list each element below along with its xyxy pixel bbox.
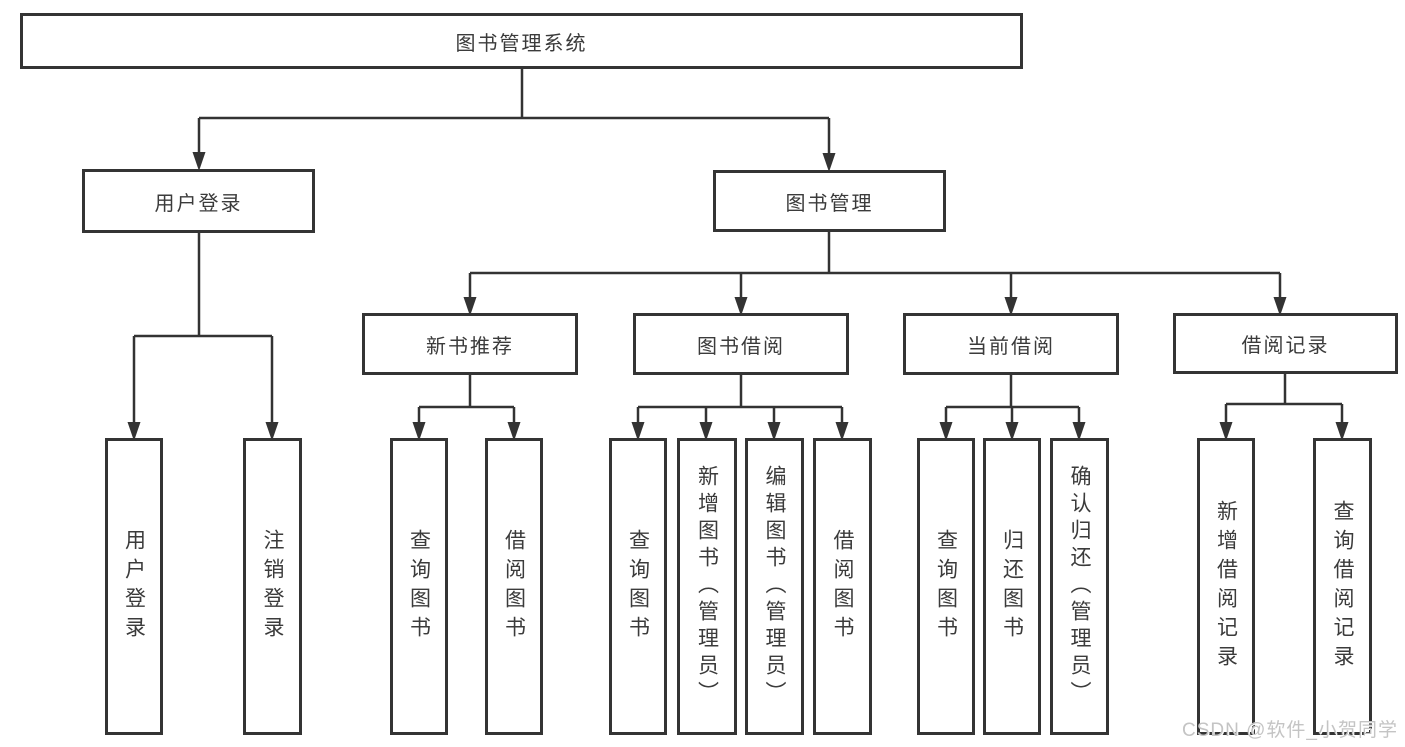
arrow-down-icon [699, 422, 713, 441]
node-label: 查询借阅记录 [1331, 499, 1354, 674]
node-label: 用户登录 [122, 528, 146, 645]
node-leaf-add-borrow-record: 新增借阅记录 [1197, 438, 1255, 735]
arrow-down-icon [1273, 297, 1287, 316]
node-leaf-borrow-books-2: 借阅图书 [813, 438, 872, 735]
node-leaf-search-books-1: 查询图书 [390, 438, 448, 735]
node-book-management: 图书管理 [713, 170, 946, 232]
node-leaf-borrow-books-1: 借阅图书 [485, 438, 543, 735]
node-leaf-logout: 注销登录 [243, 438, 302, 735]
arrow-down-icon [463, 297, 477, 316]
arrow-down-icon [192, 152, 206, 171]
node-label: 新增图书（管理员） [695, 465, 719, 708]
node-label: 新增借阅记录 [1214, 499, 1238, 674]
node-new-book-recommend: 新书推荐 [362, 313, 578, 375]
arrow-down-icon [507, 422, 521, 441]
node-leaf-search-books-2: 查询图书 [609, 438, 667, 735]
arrow-down-icon [1072, 422, 1086, 441]
arrow-down-icon [412, 422, 426, 441]
arrow-down-icon [1219, 422, 1233, 441]
arrow-down-icon [1335, 422, 1349, 441]
node-label: 借阅图书 [502, 528, 526, 645]
arrow-down-icon [631, 422, 645, 441]
node-label: 借阅图书 [831, 528, 854, 645]
node-label: 编辑图书（管理员） [763, 465, 786, 708]
node-label: 查询图书 [934, 528, 958, 645]
arrow-down-icon [1005, 422, 1019, 441]
arrow-down-icon [734, 297, 748, 316]
node-leaf-return-books: 归还图书 [983, 438, 1041, 735]
node-leaf-confirm-return-admin: 确认归还（管理员） [1050, 438, 1109, 735]
node-label: 查询图书 [626, 528, 650, 645]
node-leaf-add-books-admin: 新增图书（管理员） [677, 438, 737, 735]
node-label: 确认归还（管理员） [1068, 465, 1091, 708]
node-label: 借阅记录 [1241, 335, 1330, 357]
node-label: 新书推荐 [426, 335, 514, 358]
arrow-down-icon [265, 422, 279, 441]
watermark-text: CSDN @软件_小贺同学 [1182, 720, 1398, 741]
node-leaf-search-books-3: 查询图书 [917, 438, 975, 735]
arrow-down-icon [939, 422, 953, 441]
node-current-borrowing: 当前借阅 [903, 313, 1119, 375]
node-book-management-system: 图书管理系统 [20, 13, 1023, 69]
node-label: 图书管理 [785, 192, 874, 215]
node-label: 注销登录 [261, 528, 284, 645]
arrow-down-icon [822, 153, 836, 172]
node-label: 当前借阅 [967, 335, 1055, 358]
arrow-down-icon [127, 422, 141, 441]
node-book-borrowing: 图书借阅 [633, 313, 849, 375]
node-label: 查询图书 [407, 528, 431, 645]
node-label: 图书管理系统 [455, 32, 588, 55]
node-label: 归还图书 [1000, 528, 1024, 645]
node-user-login: 用户登录 [82, 169, 315, 233]
arrow-down-icon [1004, 297, 1018, 316]
arrow-down-icon [835, 422, 849, 441]
node-leaf-search-borrow-record: 查询借阅记录 [1313, 438, 1372, 735]
node-label: 用户登录 [154, 192, 243, 215]
node-leaf-edit-books-admin: 编辑图书（管理员） [745, 438, 804, 735]
node-borrow-records: 借阅记录 [1173, 313, 1398, 374]
node-label: 图书借阅 [697, 335, 785, 358]
node-leaf-user-login: 用户登录 [105, 438, 163, 735]
arrow-down-icon [767, 422, 781, 441]
